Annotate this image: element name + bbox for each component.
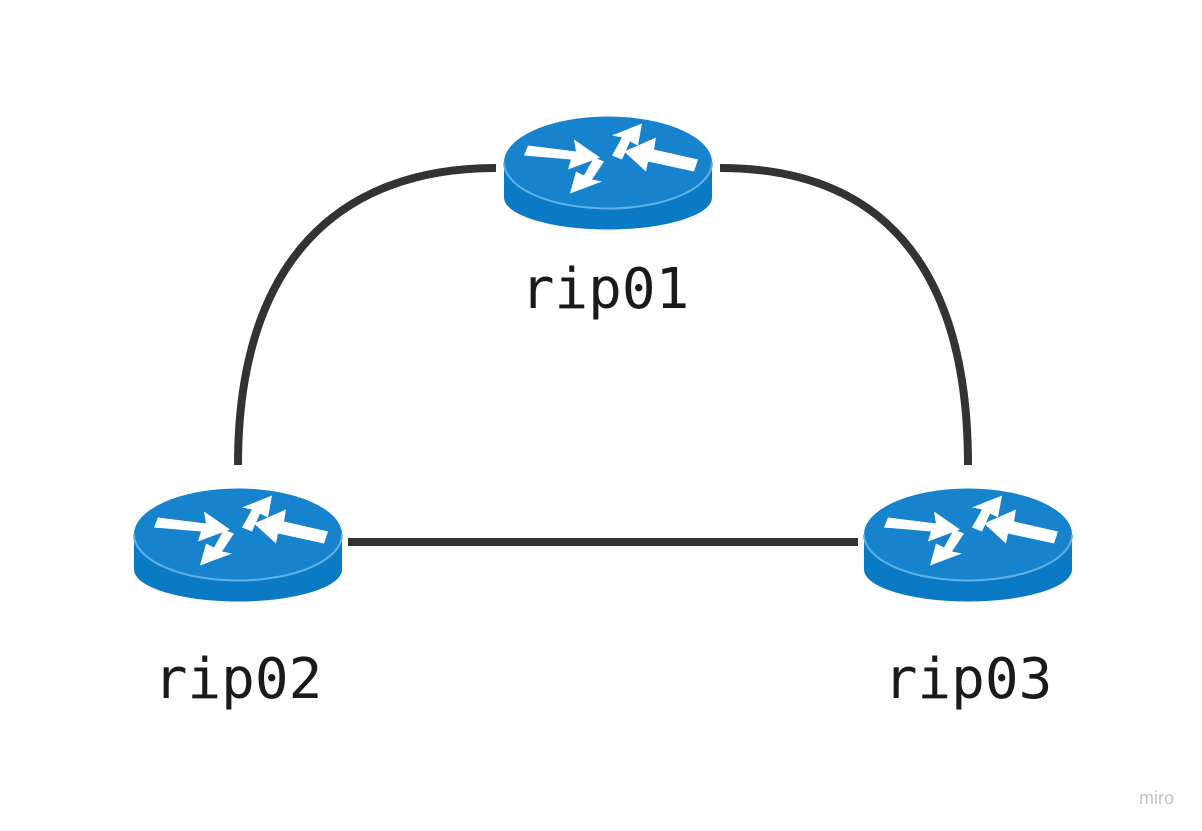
router-icon bbox=[133, 487, 343, 603]
router-icon bbox=[503, 115, 713, 231]
node-label-rip02: rip02 bbox=[154, 647, 323, 712]
link-rip01-rip02 bbox=[234, 164, 497, 466]
link-rip01-rip03 bbox=[719, 164, 972, 466]
miro-watermark: miro bbox=[1139, 788, 1174, 808]
node-rip01[interactable]: rip01 bbox=[503, 115, 713, 323]
node-label-rip03: rip03 bbox=[884, 647, 1053, 712]
node-rip02[interactable]: rip02 bbox=[133, 487, 343, 713]
node-rip03[interactable]: rip03 bbox=[863, 487, 1073, 713]
router-icon bbox=[863, 487, 1073, 603]
node-label-rip01: rip01 bbox=[521, 257, 690, 322]
